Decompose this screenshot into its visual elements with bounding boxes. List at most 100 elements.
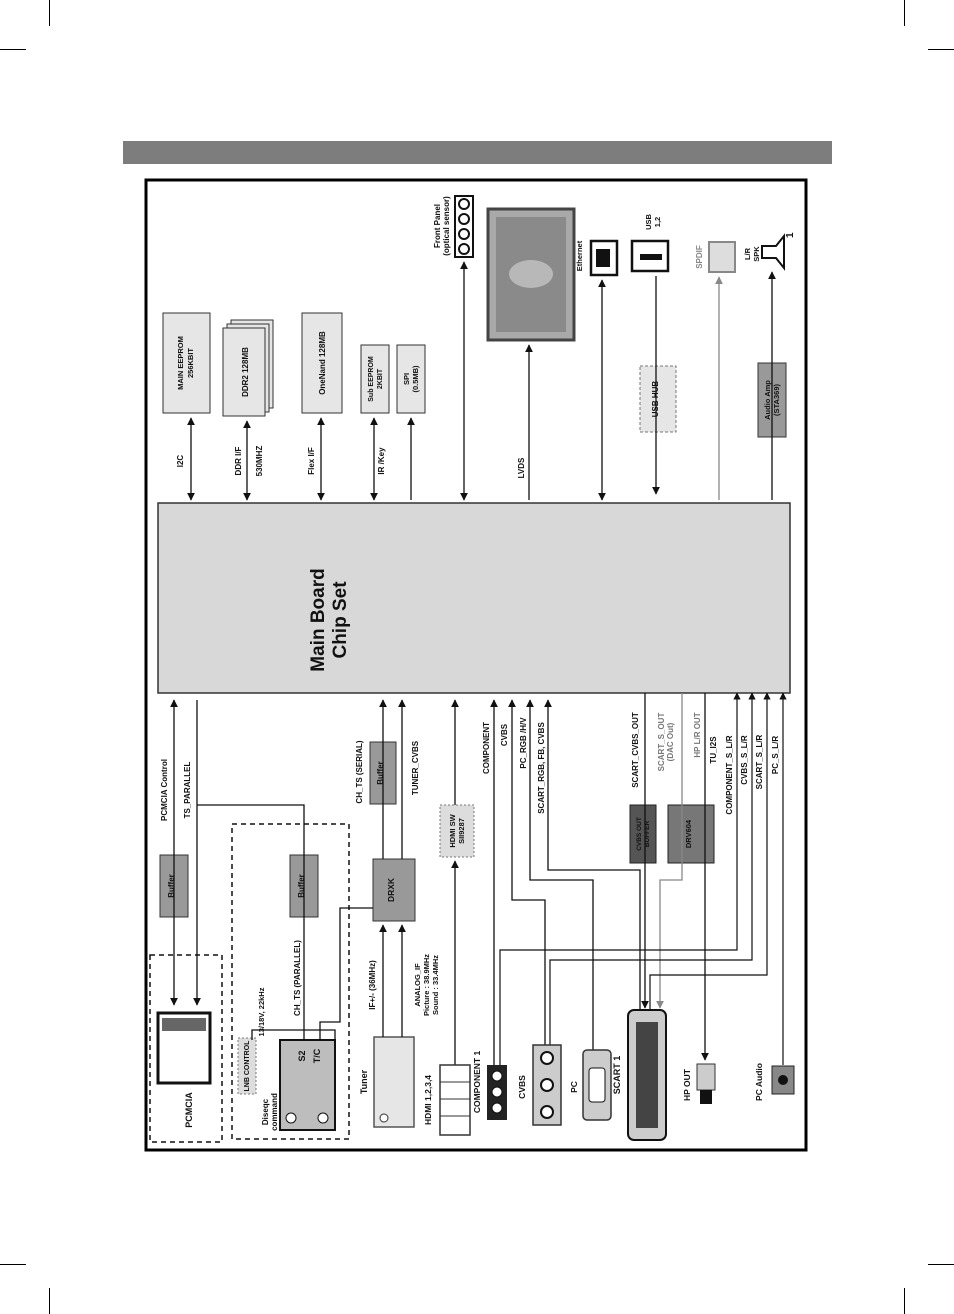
scart-cvbs-out-label: SCART_CVBS_OUT [631, 712, 640, 788]
main-eeprom-size: 256KBIT [186, 348, 195, 378]
component-s-lr-label: COMPONENT_S_L/R [725, 735, 734, 814]
scart-rgb-line [544, 699, 641, 1010]
i2c-label: I2C [176, 455, 185, 468]
usb-slot [640, 254, 662, 260]
front-panel-sensor [454, 195, 474, 258]
tc-label: T/C [312, 1048, 322, 1063]
s2-buffer-label: Buffer [297, 874, 306, 898]
lnb-control-label: LNB CONTROL [244, 1040, 251, 1092]
cvbs-label: CVBS [500, 723, 509, 746]
ddr-if-label: DDR I/F [234, 446, 243, 475]
freq-label: 530MHZ [255, 446, 264, 477]
hdmi-sw-box [439, 804, 475, 858]
component-label: COMPONENT [482, 722, 491, 774]
usb-label: USB [644, 214, 653, 230]
lnb-control-box [237, 1037, 257, 1095]
tu-i2s-label: TU_I2S [709, 736, 718, 764]
rca-jack-icon [491, 1102, 503, 1114]
tuner-cvbs-label: TUNER_CVBS [411, 740, 420, 795]
drv604-box [667, 804, 715, 864]
ch-ts-buffer-label: Buffer [376, 761, 385, 785]
ethernet-label: Ethernet [575, 240, 584, 271]
vga-shell [588, 1067, 606, 1103]
audio-amp-label: Audio Amp [763, 380, 772, 420]
pc-audio-hole [778, 1075, 788, 1085]
pcmcia-control-label: PCMCIA Control [160, 759, 169, 821]
main-chip-title-2: Chip Set [330, 581, 351, 659]
hdmi-label: HDMI 1,2,3,4 [423, 1075, 433, 1125]
crop-mark [0, 49, 26, 50]
scart-s-lr-label: SCART_S_L/R [755, 734, 764, 789]
ir-key-label: IR /Key [377, 447, 386, 475]
lr-spk-sub: SPK [752, 246, 761, 262]
speaker-icon [761, 233, 785, 271]
hdmi-sw-part: SII9287 [457, 818, 466, 844]
spi-label: SPI [402, 373, 411, 385]
ddr2-box [222, 327, 266, 417]
tuner-module [373, 1036, 415, 1128]
drxk-box [372, 858, 416, 922]
scart-s-out-sub: (DAC Out) [666, 722, 675, 761]
spdif-label: SPDIF [695, 245, 704, 269]
lcd-image [509, 260, 553, 288]
s2-group [231, 823, 350, 1140]
pc-connector-label: PC [569, 1081, 579, 1093]
pcmcia-group [149, 954, 223, 1143]
lnb-voltage-label: 13/18V, 22kHz [257, 987, 266, 1036]
pc-rgb-label: PC_RGB /H/V [519, 717, 528, 769]
crop-mark [0, 1264, 26, 1265]
spi-size: (0.5MB) [411, 365, 420, 393]
lnb-line [251, 1029, 336, 1040]
main-chip-box [157, 502, 791, 694]
crop-mark [904, 0, 905, 26]
usb-sub: 1,2 [653, 217, 662, 227]
analog-if-label: ANALOG_IF [413, 963, 422, 1007]
lvds-label: LVDS [517, 457, 526, 478]
component-s-lr-line [499, 692, 741, 1065]
component1-label: COMPONENT 1 [472, 1051, 482, 1114]
spi-box [396, 344, 426, 414]
cvbs-connector-label: CVBS [517, 1075, 527, 1099]
cvbs-out-buffer-sub: BUFFER [644, 821, 651, 848]
scart-pins [636, 1022, 658, 1128]
analog-if-picture: Picture : 38.9MHz [422, 954, 431, 1016]
if-label: IF+/- (36MHz) [368, 960, 377, 1010]
rf-connector-icon [285, 1112, 297, 1124]
hp-out-plug [700, 1090, 712, 1104]
drv604-label: DRV604 [684, 819, 693, 848]
crop-mark [49, 1288, 50, 1314]
cvbs-line [508, 699, 546, 1045]
usb-hub-box [639, 365, 677, 433]
ch-ts-parallel-line [197, 804, 305, 1040]
diseqc-sub: command [270, 1093, 279, 1131]
ch-ts-parallel-label: CH_TS (PARALLEL) [293, 940, 302, 1016]
sensor-led-icon [458, 198, 470, 210]
sub-eeprom-box [360, 344, 390, 414]
pc-rgb-line [526, 699, 594, 1050]
sensor-led-icon [458, 213, 470, 225]
flex-if-label: Flex I/F [307, 447, 316, 475]
spdif-port-icon [708, 241, 736, 273]
lr-spk-label: L/R [743, 247, 752, 260]
sensor-led-icon [458, 228, 470, 240]
rca-jack-icon [540, 1051, 554, 1065]
tuner-rf-icon [379, 1113, 389, 1123]
scart-rgb-label: SCART_RGB, FB, CVBS [537, 722, 546, 814]
page-number: 1 [785, 232, 796, 238]
onenand-box [301, 312, 343, 414]
main-eeprom-box [162, 312, 211, 414]
crop-mark [928, 49, 954, 50]
crop-mark [904, 1288, 905, 1314]
s2-label: S2 [297, 1050, 307, 1061]
cvbs-s-lr-label: CVBS_S_L/R [740, 735, 749, 785]
scart-s-out-line [656, 693, 683, 1009]
sensor-led-icon [458, 243, 470, 255]
main-eeprom-label: MAIN EEPROM [176, 336, 185, 390]
audio-amp-part: (STA369) [772, 384, 781, 416]
sub-eeprom-size: 2KBIT [377, 368, 384, 389]
pcmcia-label: PCMCIA [184, 1092, 194, 1128]
rca-jack-icon [540, 1078, 554, 1092]
pc-s-lr-label: PC_S_L/R [771, 736, 780, 774]
hdmi-sw-label: HDMI SW [448, 813, 457, 847]
